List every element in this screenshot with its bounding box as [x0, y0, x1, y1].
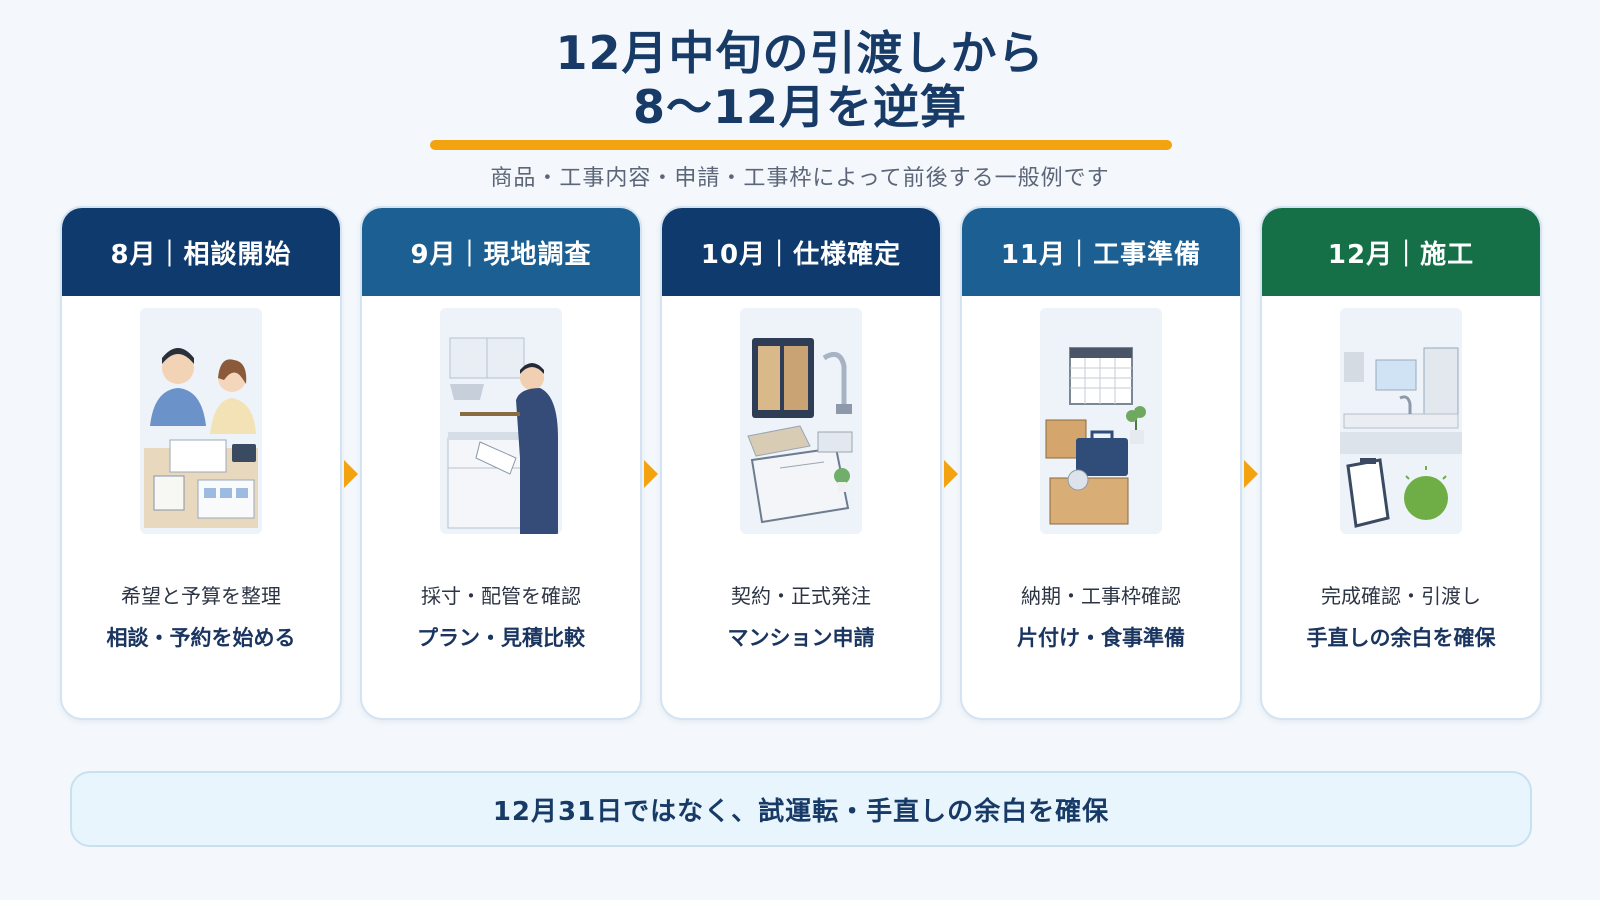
chevron-right-icon	[944, 460, 958, 488]
title-line-1: 12月中旬の引渡しから	[555, 26, 1045, 80]
page-title: 12月中旬の引渡しから 8〜12月を逆算	[0, 26, 1600, 134]
step-main: マンション申請	[727, 626, 875, 650]
site-survey-icon	[440, 308, 562, 534]
step-header: 9月｜現地調査	[362, 208, 640, 296]
step-main: プラン・見積比較	[417, 626, 585, 650]
step-sub: 完成確認・引渡し	[1321, 584, 1481, 608]
preparation-boxes-icon	[1040, 308, 1162, 534]
step-main: 手直しの余白を確保	[1306, 626, 1496, 650]
footer-note: 12月31日ではなく、試運転・手直しの余白を確保	[70, 771, 1532, 847]
step-sub: 採寸・配管を確認	[421, 584, 581, 608]
step-card-august: 8月｜相談開始 希望と予算を整理 相談・予約を始める	[60, 206, 342, 720]
step-card-october: 10月｜仕様確定 契約・正式発注 マンション申請	[660, 206, 942, 720]
step-header: 11月｜工事準備	[962, 208, 1240, 296]
step-sub: 希望と予算を整理	[121, 584, 281, 608]
title-underline	[430, 140, 1172, 150]
step-header: 10月｜仕様確定	[662, 208, 940, 296]
title-line-2: 8〜12月を逆算	[632, 80, 968, 134]
step-main: 相談・予約を始める	[106, 626, 296, 650]
step-sub: 契約・正式発注	[731, 584, 871, 608]
step-header: 8月｜相談開始	[62, 208, 340, 296]
finished-kitchen-icon	[1340, 308, 1462, 534]
step-card-september: 9月｜現地調査 採寸・配管を確認 プラン・見積比較	[360, 206, 642, 720]
chevron-right-icon	[1244, 460, 1258, 488]
chevron-right-icon	[644, 460, 658, 488]
couple-planning-icon	[140, 308, 262, 534]
page-subtitle: 商品・工事内容・申請・工事枠によって前後する一般例です	[490, 166, 1110, 191]
step-main: 片付け・食事準備	[1017, 626, 1185, 650]
step-sub: 納期・工事枠確認	[1021, 584, 1181, 608]
spec-samples-icon	[740, 308, 862, 534]
chevron-right-icon	[344, 460, 358, 488]
step-card-december: 12月｜施工 完成確認・引渡し 手直しの余白を確保	[1260, 206, 1542, 720]
step-card-november: 11月｜工事準備 納期・工事枠確認 片付け・食事準備	[960, 206, 1242, 720]
step-header: 12月｜施工	[1262, 208, 1540, 296]
